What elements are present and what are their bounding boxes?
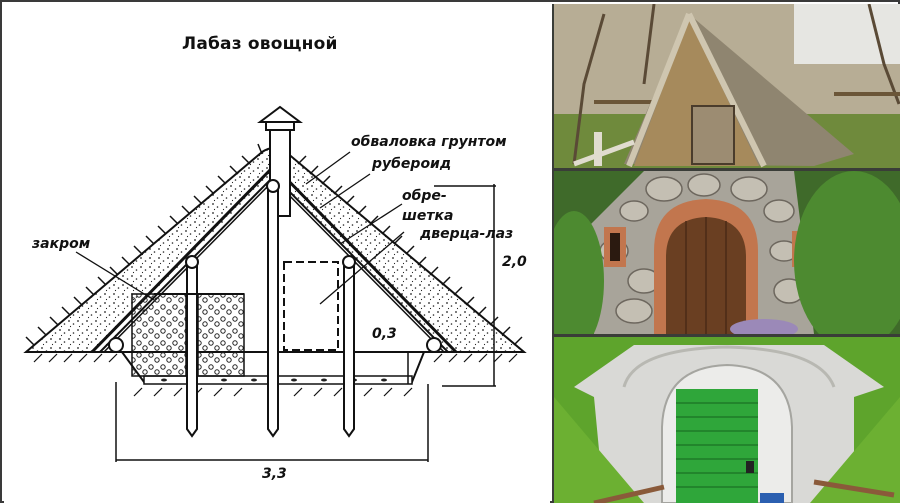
photo-green-door-cellar xyxy=(554,337,900,503)
cross-section-drawing: Лабаз овощной обваловка грунтом рубероид… xyxy=(4,4,550,503)
label-roofing-felt: рубероид xyxy=(372,156,452,172)
label-lathing-line2: шетка xyxy=(402,208,454,224)
cross-section-svg xyxy=(23,105,527,462)
dimension-lines xyxy=(115,184,496,462)
dimension-height: 2,0 xyxy=(502,254,527,270)
diagram-title: Лабаз овощной xyxy=(182,34,338,54)
label-soil-cover: обваловка грунтом xyxy=(351,134,507,150)
support-posts xyxy=(186,186,355,438)
photo-stone-cellar xyxy=(554,171,900,334)
photo-column xyxy=(552,4,900,503)
dimension-width: 3,3 xyxy=(262,466,287,482)
label-lathing-line1: обре- xyxy=(402,188,447,204)
label-hatch-door: дверца-лаз xyxy=(420,226,514,242)
hatch-door-outline xyxy=(283,261,339,351)
photo-thatched-hut xyxy=(554,4,900,168)
label-bin: закром xyxy=(32,236,91,252)
dimension-pit-depth: 0,3 xyxy=(372,326,397,342)
storage-bins xyxy=(131,293,245,377)
